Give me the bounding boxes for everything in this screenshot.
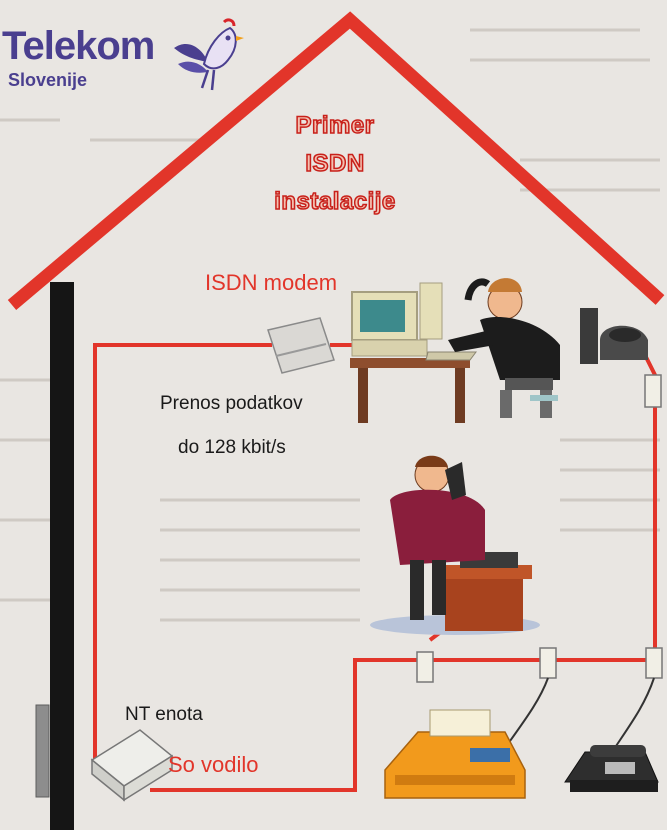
wall-phone-icon <box>580 308 648 364</box>
background-text-texture <box>0 28 660 622</box>
transfer-rate-label-1: Prenos podatkov <box>160 393 303 414</box>
computer-workstation-icon <box>350 282 477 423</box>
house-roof <box>7 11 665 310</box>
person-at-computer-icon <box>448 278 560 418</box>
transfer-rate-label-2: do 128 kbit/s <box>178 437 286 458</box>
bird-logo-icon <box>174 18 244 91</box>
isdn-modem-label: ISDN modem <box>205 270 338 295</box>
telekom-logo: Telekom Slovenije <box>0 18 250 108</box>
wall-outlet-left <box>35 704 50 798</box>
person-on-phone-icon <box>370 455 540 635</box>
title-line-2: ISDN <box>305 149 365 178</box>
title-line-1: Primer <box>295 111 375 140</box>
fax-machine-icon <box>384 709 526 799</box>
wall-sockets <box>416 374 663 683</box>
s0-bus-label: So vodilo <box>168 752 259 777</box>
title-line-3: instalacije <box>273 187 396 216</box>
desk-telephone-icon <box>564 745 659 792</box>
logo-brand-text: Telekom <box>2 24 155 68</box>
main-cable <box>50 282 74 830</box>
nt-unit-label: NT enota <box>125 704 203 725</box>
isdn-modem-icon <box>267 317 335 374</box>
terminal-cords <box>504 677 655 753</box>
logo-sub-text: Slovenije <box>8 70 88 90</box>
nt-unit-icon <box>90 729 174 802</box>
